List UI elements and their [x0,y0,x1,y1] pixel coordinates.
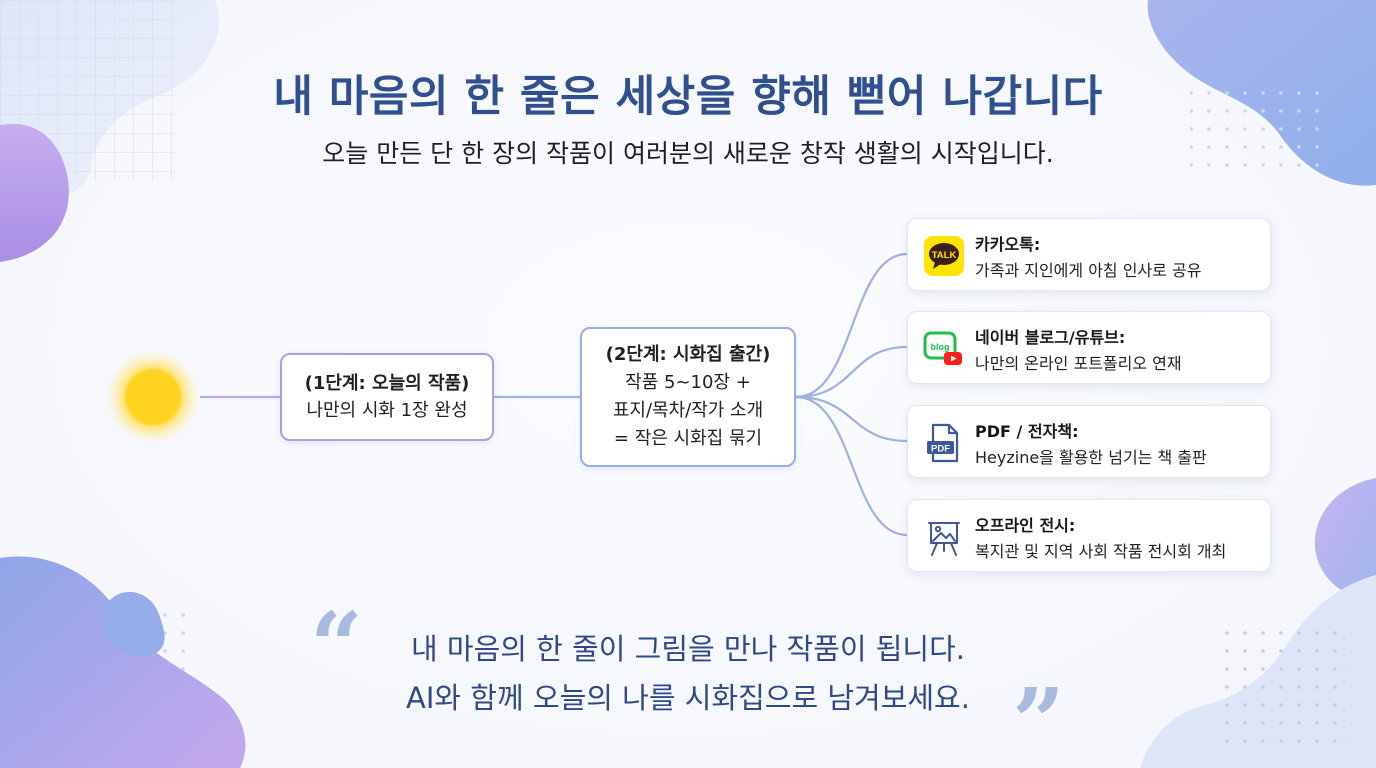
blog-youtube-icon: blog [923,331,962,365]
step2-text-1: 작품 5~10장 + [625,372,751,393]
closing-quote: 내 마음의 한 줄이 그림을 만나 작품이 됩니다. AI와 함께 오늘의 나를… [0,625,1376,723]
page-title: 내 마음의 한 줄은 세상을 향해 뻗어 나갑니다 [273,72,1103,122]
channel-card-exhibition: 오프라인 전시: 복지관 및 지역 사회 작품 전시회 개최 [907,499,1271,572]
channel-card-kakaotalk: TALK 카카오톡: 가족과 지인에게 아침 인사로 공유 [907,218,1271,291]
step2-text-3: = 작은 시화집 묶기 [613,428,763,449]
channel-description: Heyzine을 활용한 넘기는 책 출판 [975,448,1207,467]
step1-heading: (1단계: 오늘의 작품) [304,373,470,394]
step2-node: (2단계: 시화집 출간) 작품 5~10장 + 표지/목차/작가 소개 = 작… [580,327,796,467]
easel-exhibition-icon [928,522,960,556]
connector-to-pdf [795,395,908,443]
channel-description: 나만의 온라인 포트폴리오 연재 [975,354,1182,373]
close-quote-icon: ” [1012,668,1065,768]
open-quote-icon: “ [310,592,363,700]
step1-text: 나만의 시화 1장 완성 [306,400,468,421]
svg-text:TALK: TALK [932,250,957,261]
channel-description: 복지관 및 지역 사회 작품 전시회 개최 [975,542,1227,561]
step2-heading: (2단계: 시화집 출간) [605,344,771,365]
channel-card-blog-youtube: blog 네이버 블로그/유튜브: 나만의 온라인 포트폴리오 연재 [907,311,1271,384]
connector-to-kakaotalk [795,252,908,399]
kakaotalk-icon: TALK [924,236,964,276]
channel-title: 카카오톡: [975,235,1041,254]
svg-text:blog: blog [931,342,950,352]
channel-card-pdf: PDF PDF / 전자책: Heyzine을 활용한 넘기는 책 출판 [907,405,1271,478]
quote-line-2: AI와 함께 오늘의 나를 시화집으로 남겨보세요. [406,681,970,715]
quote-line-1: 내 마음의 한 줄이 그림을 만나 작품이 됩니다. [411,632,965,666]
connector-to-blog [795,345,908,399]
channel-description: 가족과 지인에게 아침 인사로 공유 [975,261,1202,280]
step1-node: (1단계: 오늘의 작품) 나만의 시화 1장 완성 [280,353,494,441]
step2-text-2: 표지/목차/작가 소개 [612,400,764,421]
channel-title: 오프라인 전시: [975,516,1076,535]
svg-text:PDF: PDF [931,444,950,455]
page-subtitle: 오늘 만든 단 한 장의 작품이 여러분의 새로운 창작 생활의 시작입니다. [322,139,1054,168]
channel-title: 네이버 블로그/유튜브: [975,328,1126,347]
channel-title: PDF / 전자책: [975,422,1079,441]
pdf-file-icon: PDF [927,423,959,463]
connector-to-exhibition [795,395,908,537]
